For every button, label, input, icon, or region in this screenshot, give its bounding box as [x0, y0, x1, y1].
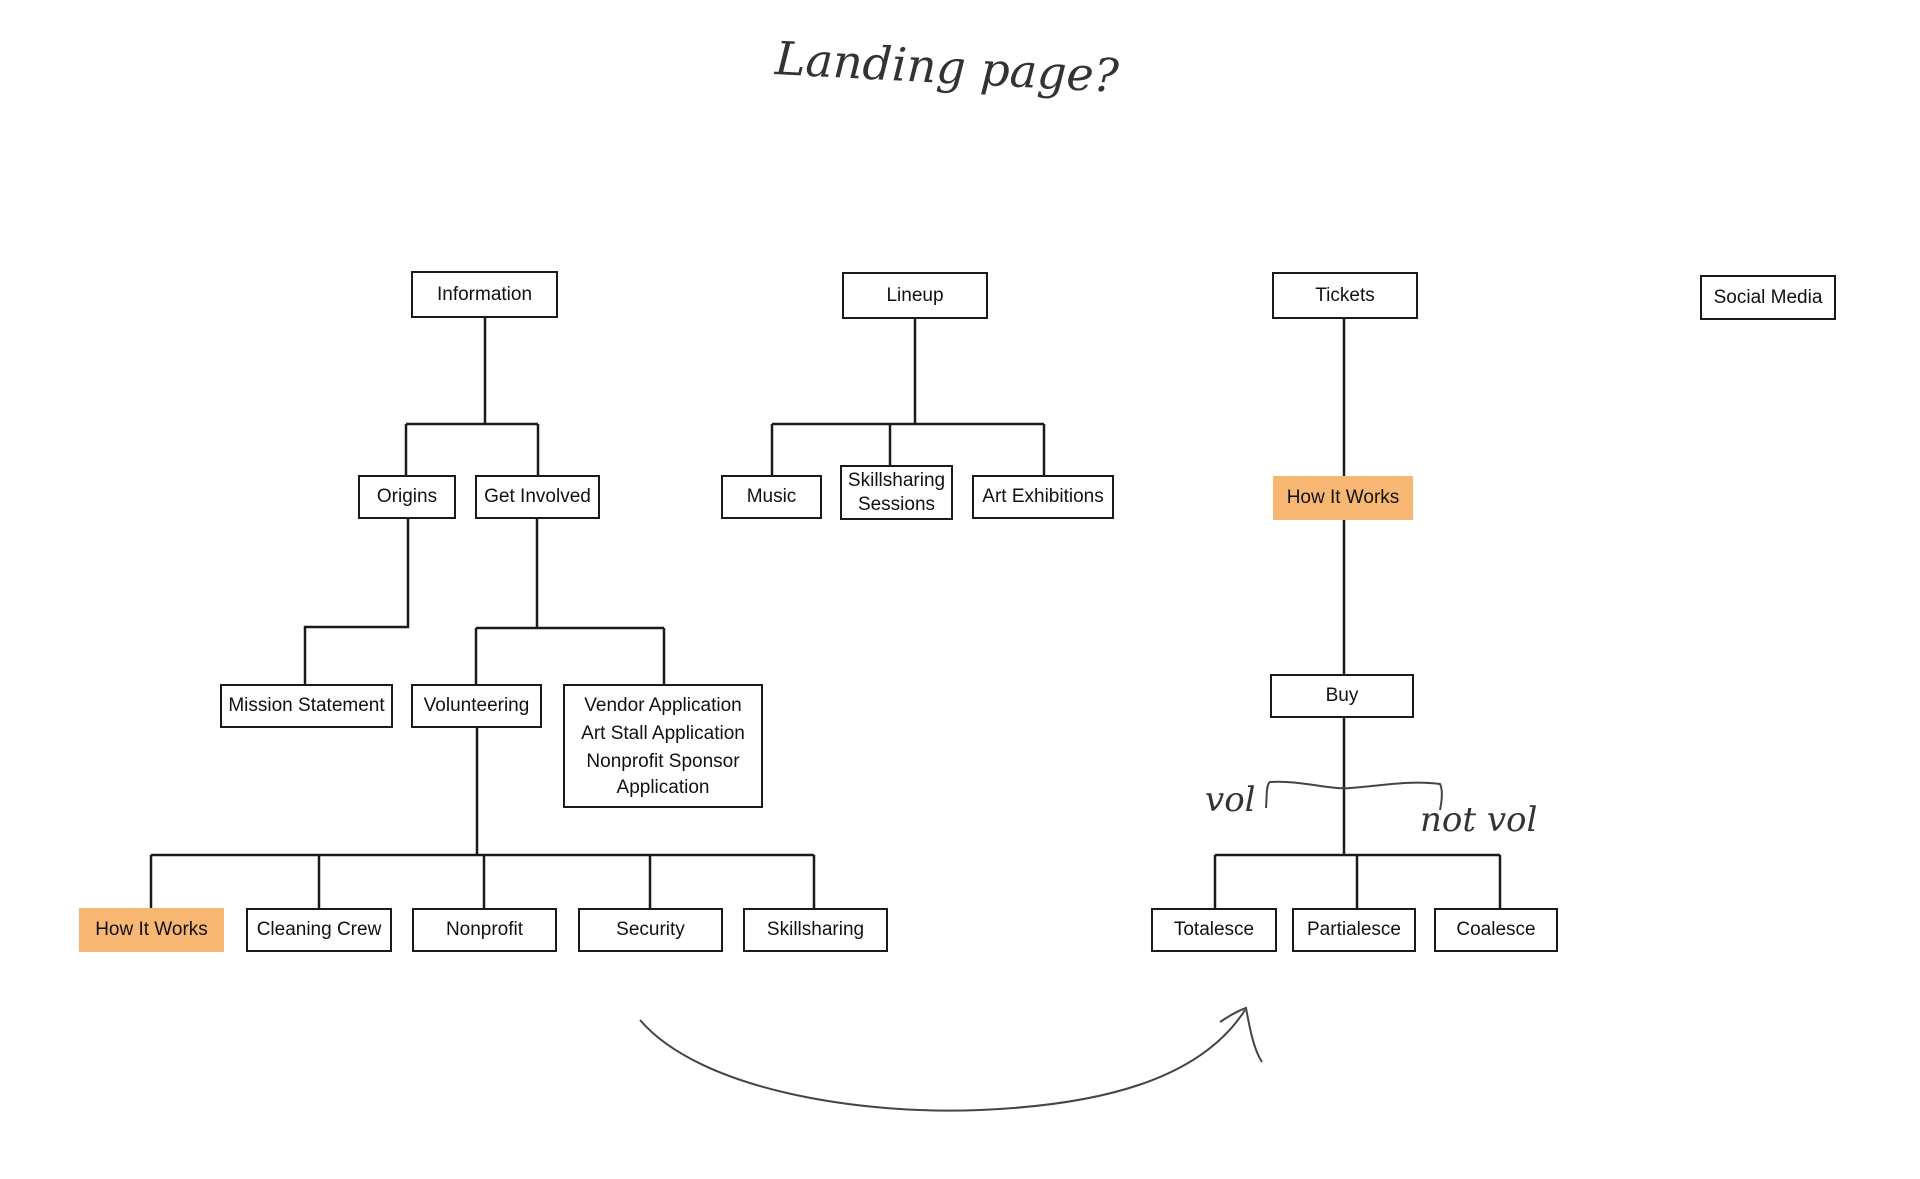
handdrawn-annotations: [639, 780, 1443, 1112]
node-applications-line-3: Nonprofit Sponsor: [586, 751, 740, 772]
node-music: Music: [721, 475, 822, 519]
connector-lines: [149, 318, 1502, 908]
node-nonprofit: Nonprofit: [412, 908, 557, 952]
node-applications: Vendor Application Art Stall Application…: [563, 684, 763, 808]
node-art-exhibitions: Art Exhibitions: [972, 475, 1114, 519]
node-skillsharing-sessions: Skillsharing Sessions: [840, 465, 953, 520]
connector-origins-mission: [303, 519, 410, 684]
vol-split-mark: [1265, 780, 1443, 811]
handwritten-not-vol-label: not vol: [1420, 800, 1538, 840]
node-origins: Origins: [358, 475, 456, 519]
node-skillsharing-sessions-line-2: Sessions: [857, 493, 936, 515]
node-information: Information: [411, 271, 558, 318]
flow-arrow-head: [1219, 1006, 1263, 1063]
node-lineup: Lineup: [842, 272, 988, 319]
node-security: Security: [578, 908, 723, 952]
node-partialesce: Partialesce: [1292, 908, 1416, 952]
node-how-it-works-volunteering: How It Works: [79, 908, 224, 952]
node-totalesce: Totalesce: [1151, 908, 1277, 952]
node-how-it-works-tickets: How It Works: [1273, 476, 1413, 520]
node-applications-line-1: Vendor Application: [584, 695, 742, 716]
node-get-involved: Get Involved: [475, 475, 600, 519]
node-skillsharing: Skillsharing: [743, 908, 888, 952]
node-applications-line-4: Application: [616, 777, 710, 798]
node-applications-line-2: Art Stall Application: [581, 723, 745, 744]
node-tickets: Tickets: [1272, 272, 1418, 319]
handwritten-vol-label: vol: [1205, 780, 1256, 820]
node-social-media: Social Media: [1700, 275, 1836, 320]
node-mission-statement: Mission Statement: [220, 684, 393, 728]
node-buy: Buy: [1270, 674, 1414, 718]
node-coalesce: Coalesce: [1434, 908, 1558, 952]
node-volunteering: Volunteering: [411, 684, 542, 728]
node-cleaning-crew: Cleaning Crew: [246, 908, 392, 952]
flow-arrow: [639, 1009, 1246, 1112]
node-skillsharing-sessions-line-1: Skillsharing: [847, 469, 946, 491]
